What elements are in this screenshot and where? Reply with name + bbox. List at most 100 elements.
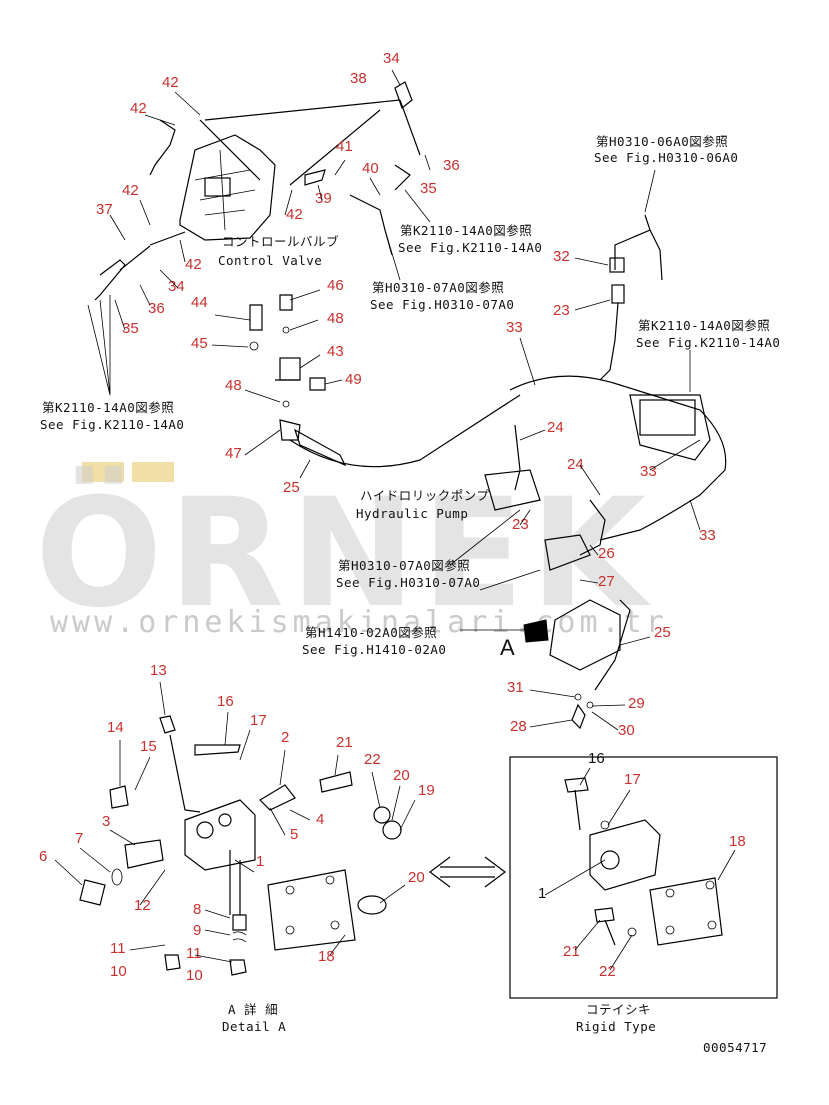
callout: 41 [336,138,353,155]
callouts-red: 34 42 38 42 41 36 40 35 39 42 37 42 42 3… [39,50,746,984]
callout: 37 [96,201,113,218]
callout: 38 [350,70,367,87]
callout: 11 [186,945,202,962]
callout: 19 [418,782,435,799]
callout: 4 [316,811,324,828]
detail-a-jp: A 詳 細 [228,1002,278,1017]
callout: 42 [162,74,179,91]
callout: 21 [336,734,353,751]
callout: 16 [217,693,234,710]
callout: 45 [191,335,208,352]
callout: 34 [383,50,400,67]
callout: 33 [640,463,657,480]
callout: 15 [140,738,157,755]
callout: 11 [110,940,126,957]
callout: 10 [110,963,127,980]
callout: 46 [327,277,344,294]
callout: 2 [281,729,289,746]
callout: 24 [547,419,564,436]
callout: 26 [598,545,615,562]
detail-a-en: Detail A [222,1019,286,1034]
callout: 17 [250,712,267,729]
callout: 17 [624,771,641,788]
callout: 12 [134,897,151,914]
callout: 1 [538,885,546,902]
ref-en: See Fig.K2110-14A0 [398,240,542,255]
callout: 43 [327,343,344,360]
reference-leaders [384,169,691,631]
callout: 33 [699,527,716,544]
ref-en: See Fig.K2110-14A0 [636,335,780,350]
pump-line-group [289,214,727,571]
callout: 35 [122,320,139,337]
callout: 22 [364,751,381,768]
watermark-brand: ÖRNEK [35,465,652,641]
callout: 48 [225,377,242,394]
callout: 42 [286,206,303,223]
callout: 25 [283,479,300,496]
callout: 8 [193,901,201,918]
callout: 25 [654,624,671,641]
callout: 47 [225,445,242,462]
callout: 18 [729,833,746,850]
callout: 36 [148,300,165,317]
watermark: ÖRNEK www.ornekismakinalari.com.tr [35,462,664,641]
callout: 18 [318,948,335,965]
ref-en: See Fig.H0310-07A0 [336,575,480,590]
callout: 27 [598,573,615,590]
callout: 5 [290,826,298,843]
rigid-jp: コテイシキ [586,1002,651,1017]
callout: 28 [510,718,527,735]
ref-jp: 第H0310-07A0図参照 [372,280,504,295]
captions: コントロールバルブ Control Valve ハイドロリックポンプ Hydra… [218,234,767,1055]
callout: 20 [408,869,425,886]
callout: 6 [39,848,47,865]
callout-leaders [54,69,736,971]
callout: 24 [567,456,584,473]
callout: 48 [327,310,344,327]
callout: 36 [443,157,460,174]
ref-en: See Fig.H1410-02A0 [302,642,446,657]
callout: 39 [315,190,332,207]
callout: 13 [150,662,167,679]
callout: 23 [553,302,570,319]
callout: 33 [506,319,523,336]
ref-jp: 第K2110-14A0図参照 [400,223,532,238]
drawing-code: 00054717 [703,1040,767,1055]
callout: 16 [588,750,605,767]
callout: 44 [191,294,208,311]
figure-references: 第H0310-06A0図参照 See Fig.H0310-06A0 第K2110… [40,134,780,657]
mount-bracket-mid [249,294,326,441]
ref-jp: 第H0310-07A0図参照 [338,558,470,573]
hydraulic-pump-jp: ハイドロリックポンプ [360,488,489,503]
rigid-type-box [509,756,778,999]
ref-jp: 第H0310-06A0図参照 [596,134,728,149]
callout: 21 [563,943,580,960]
rigid-en: Rigid Type [576,1019,656,1034]
callout: 14 [107,719,124,736]
callout: 29 [628,695,645,712]
ref-jp: 第K2110-14A0図参照 [42,400,174,415]
callout: 42 [122,182,139,199]
leader-arrows-left [87,295,111,396]
callout: 10 [186,967,203,984]
callout: 30 [618,722,635,739]
callout: 42 [130,100,147,117]
callout: 32 [553,248,570,265]
detail-a-drawing [79,715,402,976]
callout: 40 [362,160,379,177]
callout: 9 [193,922,201,939]
callout: 49 [345,371,362,388]
comparison-arrow [429,856,506,888]
callout: 35 [420,180,437,197]
control-valve-assembly [94,119,276,301]
callout: 1 [256,853,264,870]
control-valve-jp: コントロールバルブ [222,234,339,249]
ref-en: See Fig.H0310-06A0 [594,150,738,165]
callout: 31 [507,679,524,696]
callout: 3 [102,813,110,830]
control-valve-en: Control Valve [218,253,322,268]
callouts-black: 16 1 [538,750,605,902]
hydraulic-pump-en: Hydraulic Pump [356,506,468,521]
